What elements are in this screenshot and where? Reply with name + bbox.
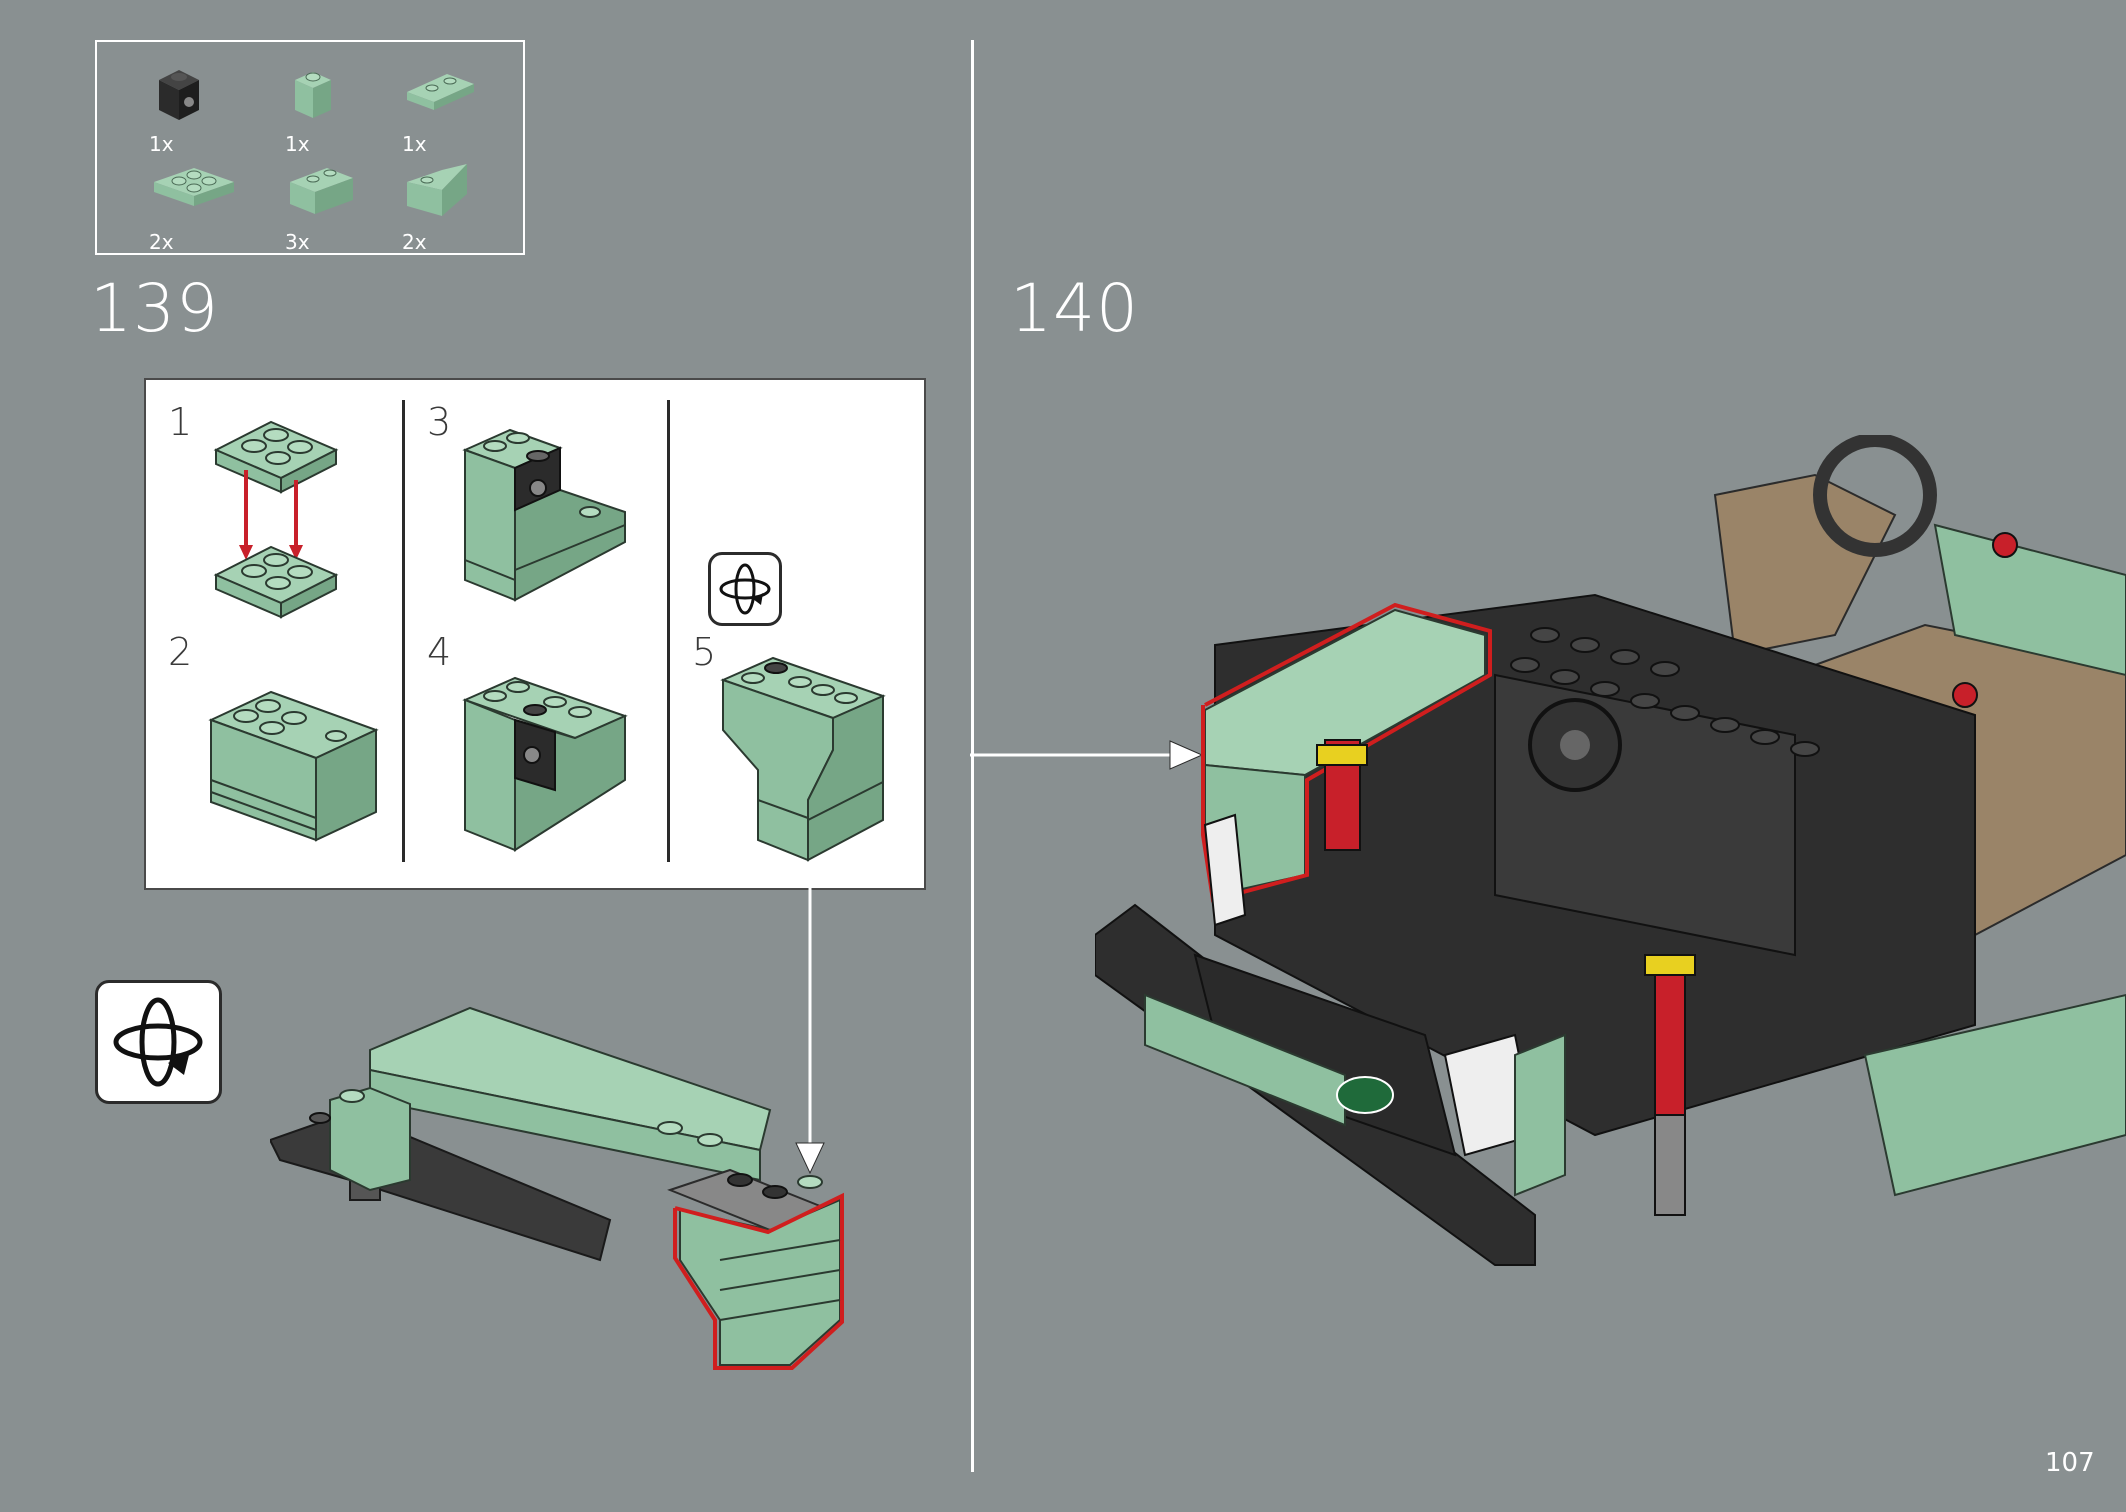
- part-quantity: 1x: [285, 132, 310, 156]
- substep: 1: [146, 380, 402, 620]
- substep: 4: [405, 630, 667, 880]
- green-plate-2x2-icon: [154, 168, 234, 206]
- part-item: 1x: [285, 62, 405, 156]
- parts-list-box: 1x 1x 1x 2x: [95, 40, 525, 255]
- rotate-model-icon: [95, 980, 222, 1104]
- callout-connector-arrow: [795, 888, 825, 1175]
- green-brick-1x1-icon: [295, 72, 331, 118]
- substep-number: 2: [168, 630, 193, 674]
- substep-number: 3: [427, 400, 452, 444]
- part-item: 2x: [402, 160, 522, 254]
- substep-number: 5: [692, 630, 717, 674]
- callout-separator: [667, 400, 670, 862]
- green-plate-1x2-icon: [407, 74, 474, 110]
- subassembly-callout: 1 2: [144, 378, 926, 890]
- step-number: 139: [90, 270, 219, 347]
- part-item: 3x: [285, 160, 405, 254]
- substep-2-model: [208, 690, 379, 842]
- part-item: 1x: [402, 62, 522, 156]
- part-item: 1x: [149, 62, 269, 156]
- step-140-main-model: [1095, 435, 2126, 1266]
- part-quantity: 2x: [402, 230, 427, 254]
- substep-3-model: [462, 428, 626, 602]
- part-quantity: 3x: [285, 230, 310, 254]
- page-number: 107: [2045, 1448, 2095, 1478]
- substep-4-model: [462, 676, 628, 852]
- substep: 3: [405, 380, 667, 620]
- step-139-assembly: [270, 1006, 844, 1370]
- part-item: 2x: [149, 160, 269, 254]
- connector-arrow: [970, 740, 1204, 770]
- rotate-model-icon: [708, 552, 782, 626]
- part-quantity: 1x: [149, 132, 174, 156]
- black-bracket-brick-icon: [159, 70, 199, 120]
- substep-1-model: [213, 420, 339, 619]
- step-number: 140: [1010, 270, 1139, 347]
- part-quantity: 1x: [402, 132, 427, 156]
- green-slope-icon: [407, 164, 467, 216]
- substep: 5: [670, 380, 924, 880]
- part-quantity: 2x: [149, 230, 174, 254]
- substep-number: 1: [168, 400, 193, 444]
- substep-number: 4: [427, 630, 452, 674]
- substep-5-model: [720, 656, 886, 862]
- green-brick-1x2-icon: [290, 168, 353, 214]
- callout-separator: [402, 400, 405, 862]
- substep: 2: [146, 630, 402, 880]
